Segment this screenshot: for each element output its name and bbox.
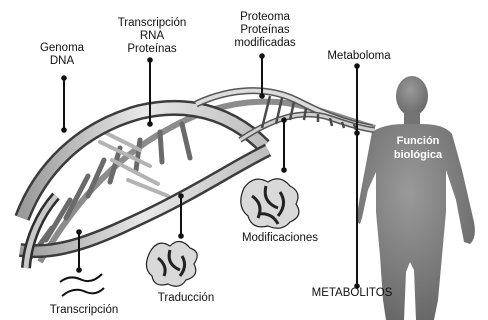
protein-structure-modified <box>241 179 299 228</box>
label-transcripcion-bottom: Transcripción <box>32 304 136 317</box>
pointer-dots <box>61 53 360 289</box>
label-transcripcion-line1: Transcripción <box>104 17 200 30</box>
label-transcripcion-line3: Proteínas <box>104 43 200 56</box>
label-transcripcion-rna: Transcripción RNA Proteínas <box>104 17 200 56</box>
label-genoma-line2: DNA <box>30 55 94 68</box>
label-metaboloma: Metaboloma <box>314 50 404 63</box>
label-transcripcion-line2: RNA <box>104 30 200 43</box>
label-funcion-line1: Función <box>380 134 456 148</box>
protein-structure-translation <box>146 241 197 286</box>
label-proteoma-line3: modificadas <box>220 37 310 50</box>
label-funcion-line2: biológica <box>380 148 456 162</box>
label-traduccion: Traducción <box>142 292 230 305</box>
label-proteoma-line2: Proteínas <box>220 24 310 37</box>
label-modificaciones: Modificaciones <box>228 232 332 245</box>
human-silhouette <box>356 76 475 320</box>
label-funcion-biologica: Función biológica <box>380 134 456 162</box>
label-genoma: Genoma DNA <box>30 42 94 68</box>
label-metabolitos: METABOLITOS <box>296 287 408 300</box>
rna-strand <box>60 274 104 296</box>
label-proteoma-line1: Proteoma <box>220 11 310 24</box>
label-proteoma: Proteoma Proteínas modificadas <box>220 11 310 50</box>
label-genoma-line1: Genoma <box>30 42 94 55</box>
